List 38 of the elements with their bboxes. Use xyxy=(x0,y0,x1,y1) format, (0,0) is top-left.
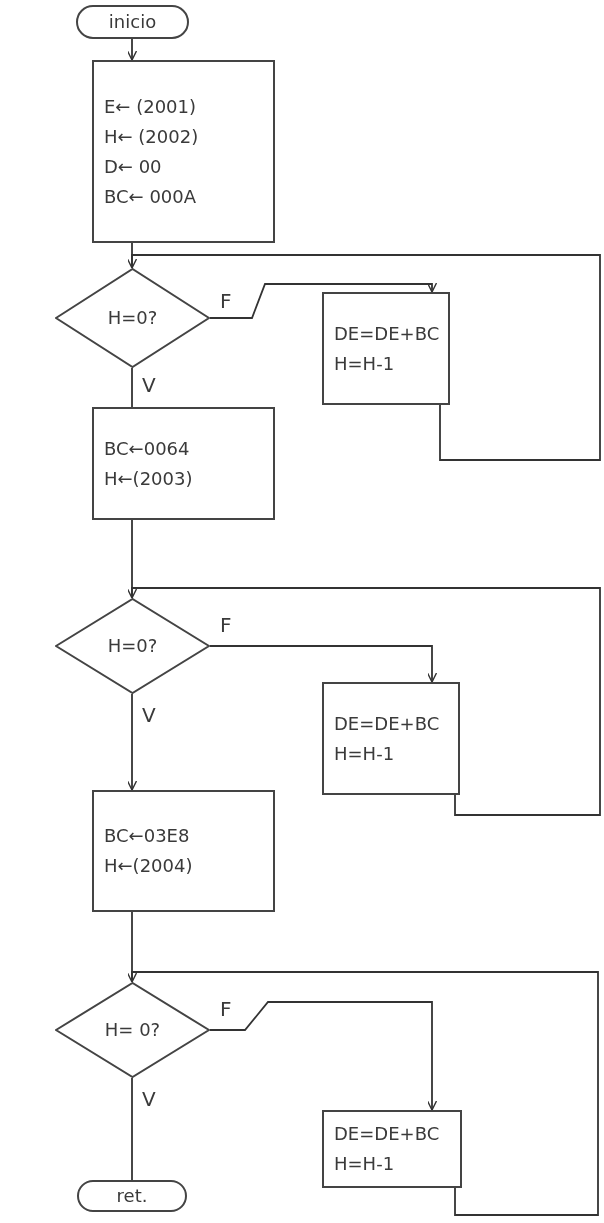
process-box xyxy=(92,790,275,912)
process-box xyxy=(322,292,450,405)
node-text: H=0? xyxy=(107,306,158,330)
decision-diamond xyxy=(55,982,210,1078)
flow-arrow xyxy=(126,971,599,1216)
flow-arrow xyxy=(126,587,601,816)
flow-arrow xyxy=(126,254,601,461)
node-text: H←(2003) xyxy=(104,466,193,491)
terminal-box xyxy=(77,1180,187,1212)
decision-diamond xyxy=(55,268,210,368)
node-text: H= 0? xyxy=(104,1018,161,1042)
node-text: H=0? xyxy=(107,634,158,658)
node-text: H=H-1 xyxy=(334,351,395,376)
flow-arrow xyxy=(126,693,138,791)
process-box xyxy=(322,682,460,795)
node-text: H← (2002) xyxy=(104,124,199,149)
node-text: DE=DE+BC xyxy=(334,1122,440,1146)
node-text: DE=DE+BC xyxy=(334,321,440,346)
node-text: H=H-1 xyxy=(334,1152,395,1176)
flow-arrow xyxy=(126,38,138,61)
flow-arrow xyxy=(209,1001,438,1111)
node-text: BC← 000A xyxy=(104,184,197,209)
flow-arrow xyxy=(209,282,438,319)
process-box xyxy=(322,1110,462,1188)
process-box xyxy=(92,60,275,243)
process-box xyxy=(92,407,275,520)
node-text: BC←03E8 xyxy=(104,824,190,848)
flow-arrow xyxy=(209,645,438,683)
node-text: inicio xyxy=(108,10,157,34)
node-text: E← (2001) xyxy=(104,94,197,119)
node-text: H=H-1 xyxy=(334,741,395,766)
node-text: DE=DE+BC xyxy=(334,711,440,736)
node-text: H←(2004) xyxy=(104,854,193,878)
node-text: D← 00 xyxy=(104,154,162,179)
terminal-box xyxy=(76,5,189,39)
decision-diamond xyxy=(55,598,210,694)
node-text: BC←0064 xyxy=(104,436,190,461)
node-text: ret. xyxy=(116,1184,148,1208)
